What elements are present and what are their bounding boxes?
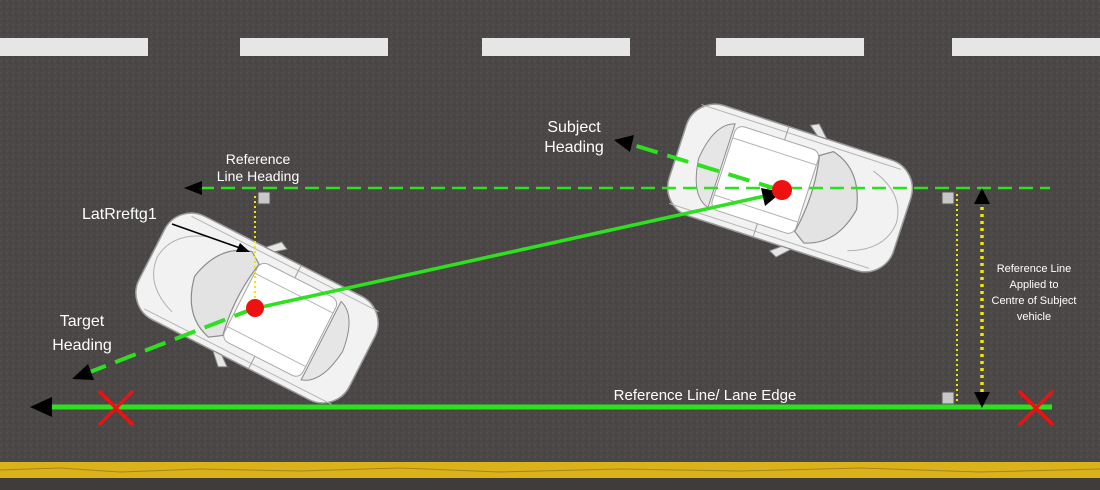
subject-heading-label-2: Heading — [544, 139, 604, 156]
reference-applied-label-1: Reference Line — [997, 263, 1072, 275]
target-heading-label-2: Heading — [52, 337, 112, 354]
latrref-pointer-arrow-icon — [236, 243, 250, 252]
measure-bottom-arrow-icon — [974, 392, 990, 408]
right-angle-marker-bottom-right — [941, 391, 955, 405]
left-cross-icon — [98, 390, 134, 426]
reference-line-heading-label-2: Line Heading — [217, 168, 300, 184]
reference-applied-label-3: Centre of Subject — [992, 295, 1077, 307]
reference-applied-label-4: vehicle — [1017, 311, 1051, 323]
lane-edge-arrow-icon — [30, 397, 52, 417]
lane-dashes — [0, 38, 1100, 56]
relative-position-line — [256, 194, 766, 310]
latrref-label: LatRreftg1 — [82, 206, 157, 223]
yellow-road-edge — [0, 462, 1100, 490]
reference-line-heading-label-1: Reference — [226, 151, 291, 167]
target-heading-label-1: Target — [60, 313, 105, 330]
subject-heading-arrow-icon — [614, 135, 634, 152]
reference-lane-edge-label: Reference Line/ Lane Edge — [614, 387, 797, 404]
subject-heading-line — [629, 142, 781, 192]
reference-applied-label-2: Applied to — [1010, 279, 1059, 291]
subject-centre-dot — [772, 180, 792, 200]
target-heading-line — [89, 306, 256, 374]
subject-heading-label-1: Subject — [547, 119, 601, 136]
reference-line-heading-arrow-icon — [184, 181, 202, 195]
target-heading-arrow-icon — [72, 364, 94, 380]
right-angle-marker-top-left — [257, 191, 271, 205]
latrref-pointer-line — [171, 223, 241, 249]
right-cross-icon — [1018, 390, 1054, 426]
right-angle-marker-top-right — [941, 191, 955, 205]
measure-top-arrow-icon — [974, 188, 990, 204]
target-centre-dot — [246, 299, 264, 317]
